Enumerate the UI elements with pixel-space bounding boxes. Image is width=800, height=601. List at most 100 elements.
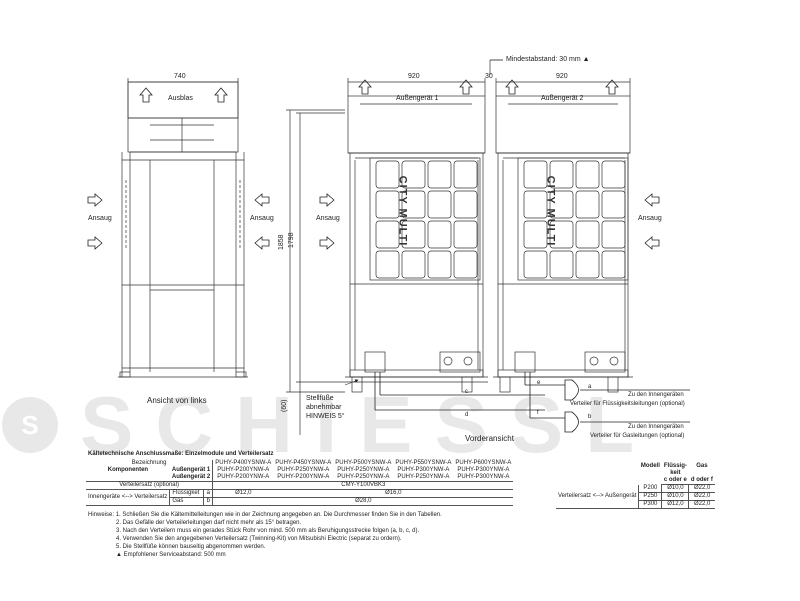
table-title: Kältetechnische Anschlussmaße: Einzelmod… xyxy=(88,451,274,457)
gas-value: Ø28,0 xyxy=(212,497,514,506)
unit1-model: PUHY-P200YNW-A xyxy=(212,467,274,474)
grille-cell xyxy=(453,160,478,189)
liquid-distributor-label: Verteiler für Flüssigkeitsleitungen (opt… xyxy=(570,401,685,407)
grille-cell xyxy=(401,220,426,249)
grille-cell xyxy=(427,160,452,189)
intake-label-right: Ansaug xyxy=(250,215,274,222)
outlet-label: Ausblas xyxy=(168,95,193,102)
note-item: 4. Verwenden Sie den angegebenen Verteil… xyxy=(116,536,402,542)
svg-text:SCHIESSL: SCHIESSL xyxy=(80,380,656,469)
rt-head-model: Modell xyxy=(640,463,660,469)
distributor-table: Modell Flüssig- Gas keit c oder e d oder… xyxy=(556,463,715,509)
rt-gas: Ø22,0 xyxy=(688,492,715,501)
liquid-value-2: Ø16,0 xyxy=(273,489,514,498)
outdoor-unit-1 xyxy=(345,95,488,393)
gas-label: Gas xyxy=(169,497,204,506)
side-view xyxy=(118,81,248,378)
grille-cell xyxy=(523,250,548,279)
feet-label: Stellfüße xyxy=(306,395,334,402)
model-head: PUHY-P450YSNW-A xyxy=(275,460,332,466)
grille-cell xyxy=(523,160,548,189)
front-intake-right: Ansaug xyxy=(638,215,662,222)
front-view-caption: Vorderansicht xyxy=(465,434,514,443)
pipe-label-e: e xyxy=(537,380,541,386)
head-designation: Bezeichnung xyxy=(131,460,167,466)
outdoor-unit-2 xyxy=(493,95,633,393)
dim-1858: 1858 xyxy=(278,234,285,250)
rt-head-liquid-3: c oder e xyxy=(661,477,689,485)
rt-liquid: Ø10,0 xyxy=(661,484,690,493)
grille-cell xyxy=(575,190,600,219)
indoor-label: Innengeräte <--> Verteilersatz xyxy=(86,489,170,506)
min-clearance: Mindestabstand: 30 mm ▲ xyxy=(506,56,590,63)
notes-prefix: Hinweise: xyxy=(88,512,115,518)
unit1-model: PUHY-P250YNW-A xyxy=(337,467,390,473)
liquid-code: a xyxy=(203,489,213,498)
intake-arrow-icon xyxy=(319,236,335,250)
note-item: 5. Die Stellfüße können bauseitig abgeno… xyxy=(116,544,266,550)
grille-cell xyxy=(427,250,452,279)
grille-cell xyxy=(601,190,626,219)
unit1-model: PUHY-P300YNW-A xyxy=(457,467,510,473)
outlet-arrow-icon xyxy=(139,87,153,103)
dim-1798: 1798 xyxy=(288,232,295,248)
side-view-caption: Ansicht von links xyxy=(147,396,207,405)
rt-head-liquid-2: keit xyxy=(670,470,681,476)
rt-head-gas-2: d oder f xyxy=(688,477,715,485)
to-indoor-1: Zu den Innengeräten xyxy=(628,392,684,398)
notes-block: Hinweise: 1. Schließen Sie die Kältemitt… xyxy=(88,511,442,559)
refrigerant-piping xyxy=(374,372,690,433)
dim-30: 30 xyxy=(485,73,493,80)
grille-cell xyxy=(523,220,548,249)
svg-text:S: S xyxy=(21,410,38,440)
dim-740: 740 xyxy=(174,73,186,80)
unit2-model: PUHY-P200YNW-A xyxy=(273,474,334,482)
intake-arrow-icon xyxy=(644,236,660,250)
outlet-arrow-icon xyxy=(214,87,228,103)
gas-distributor-label: Verteiler für Gasleitungen (optional) xyxy=(590,433,685,439)
grille-cell xyxy=(523,190,548,219)
model-head: PUHY-P500YSNW-A xyxy=(335,460,392,466)
intake-label-left: Ansaug xyxy=(88,215,112,222)
grille-cell xyxy=(575,220,600,249)
grille-cell xyxy=(427,190,452,219)
unit2-model: PUHY-P250YNW-A xyxy=(393,474,454,482)
head-unit2: Außengerät 2 xyxy=(169,474,213,482)
intake-arrow-icon xyxy=(254,236,270,250)
dim-920-2: 920 xyxy=(556,73,568,80)
rt-model: P250 xyxy=(638,492,663,501)
to-indoor-2: Zu den Innengeräten xyxy=(628,424,684,430)
grille-cell xyxy=(453,190,478,219)
grille-cell xyxy=(549,160,574,189)
pipe-label-b: b xyxy=(588,414,592,420)
grille-cell xyxy=(549,190,574,219)
unit2-model: PUHY-P300YNW-A xyxy=(453,474,514,482)
pipe-label-a: a xyxy=(588,384,592,390)
feet-removable: abnehmbar xyxy=(306,404,342,411)
dim-60: (60) xyxy=(281,399,288,412)
head-components: Komponenten xyxy=(107,467,149,473)
spec-table: Bezeichnung PUHY-P400YSNW-A PUHY-P450YSN… xyxy=(86,460,514,506)
rt-model: P300 xyxy=(638,500,663,509)
pipe-label-f: f xyxy=(537,410,539,416)
unit1-model: PUHY-P250YNW-A xyxy=(277,467,330,473)
service-triangle-icon: ▲ xyxy=(582,56,590,63)
grille-cell xyxy=(575,160,600,189)
grille-cell xyxy=(427,220,452,249)
note-item: 1. Schließen Sie die Kältemittelleitunge… xyxy=(115,512,442,518)
fan-grille-1 xyxy=(375,160,478,279)
grille-cell xyxy=(401,190,426,219)
rt-liquid: Ø10,0 xyxy=(661,492,690,501)
head-unit1: Außengerät 1 xyxy=(171,467,211,473)
unit1-model: PUHY-P300YNW-A xyxy=(397,467,450,473)
dimension-920-1 xyxy=(347,78,631,96)
grille-cell xyxy=(549,220,574,249)
pipe-label-d: d xyxy=(465,412,469,418)
grille-cell xyxy=(375,220,400,249)
grille-cell xyxy=(375,190,400,219)
grille-cell xyxy=(401,250,426,279)
intake-arrow-icon xyxy=(319,193,335,207)
rt-row-label: Verteilersatz <--> Außengerät xyxy=(556,484,640,509)
unit1-label: Außengerät 1 xyxy=(396,95,439,102)
